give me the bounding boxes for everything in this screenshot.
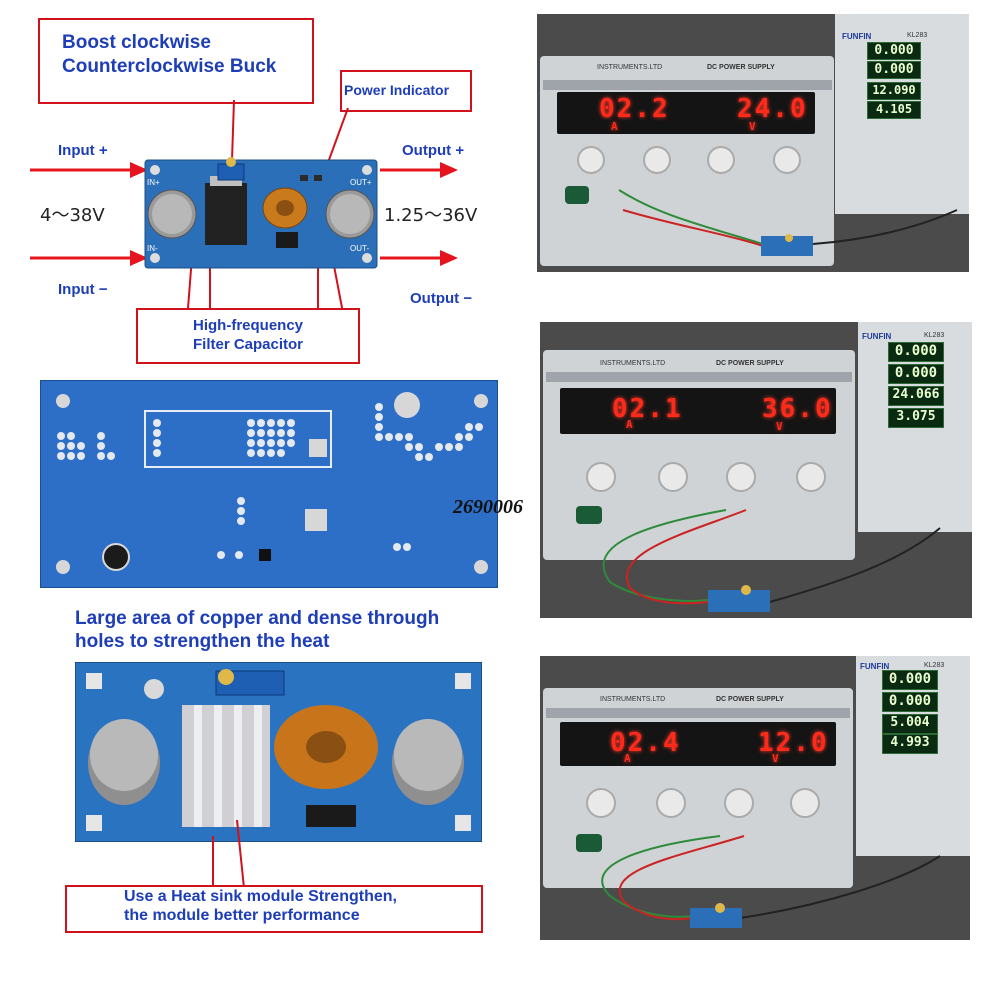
meter-3-brand: FUNFIN (860, 662, 890, 671)
supply-1-voltage: 24.0 (737, 94, 808, 124)
supply-2-knob-1[interactable] (586, 462, 616, 492)
supply-3-current: 02.4 (610, 728, 681, 758)
callout-power-indicator (340, 70, 472, 112)
board-label-in-plus: IN+ (147, 178, 160, 187)
meter-1-r2: 0.000 (867, 61, 921, 79)
meter-2-r4: 3.075 (888, 408, 944, 428)
pcb-backside-photo (40, 380, 498, 588)
meter-2-model: KL283 (924, 332, 945, 339)
supply-1-current: 02.2 (599, 94, 670, 124)
filter-cap-line2: Filter Capacitor (193, 336, 304, 353)
supply-3-unit-v: V (772, 752, 781, 765)
supply-2-current: 02.1 (612, 394, 683, 424)
heatsink-pointer (212, 819, 245, 889)
meter-3-r4: 4.993 (882, 734, 938, 754)
supply-3-brand: INSTRUMENTS.LTD (600, 696, 666, 703)
output-plus-label: Output + (402, 142, 465, 159)
supply-2-unit-v: V (776, 420, 785, 433)
meter-3-r1: 0.000 (882, 670, 938, 690)
meter-2-brand: FUNFIN (862, 332, 892, 341)
meter-2-r1: 0.000 (888, 342, 944, 362)
meter-3-r3: 5.004 (882, 714, 938, 734)
meter-3-r2: 0.000 (882, 692, 938, 712)
supply-photo-2: INSTRUMENTS.LTD DC POWER SUPPLY 02.1 A 3… (540, 322, 972, 618)
supply-3-title: DC POWER SUPPLY (716, 696, 784, 703)
supply-1-unit-a: A (611, 120, 620, 133)
supply-2-knob-4[interactable] (796, 462, 826, 492)
callout-boost-line1: Boost clockwise (62, 32, 211, 53)
supply-1-title: DC POWER SUPPLY (707, 64, 775, 71)
heatsink-caption-line2: the module better performance (124, 907, 360, 924)
meter-1-r3: 12.090 (867, 82, 921, 100)
supply-2-knob-3[interactable] (726, 462, 756, 492)
meter-3-model: KL283 (924, 662, 945, 669)
supply-1-knob-3[interactable] (707, 146, 735, 174)
copper-caption-line1: Large area of copper and dense through (75, 608, 440, 629)
supply-1-knob-1[interactable] (577, 146, 605, 174)
supply-2-voltage: 36.0 (762, 394, 833, 424)
supply-1-unit-v: V (749, 120, 758, 133)
board-label-out-minus: OUT- (350, 244, 370, 253)
board-label-in-minus: IN- (147, 244, 158, 253)
supply-1-knob-4[interactable] (773, 146, 801, 174)
output-minus-label: Output − (410, 290, 473, 307)
meter-2-r3: 24.066 (888, 386, 944, 406)
supply-photo-1: INSTRUMENTS.LTD DC POWER SUPPLY 02.2 A 2… (537, 14, 969, 272)
output-voltage-range: 1.25～36V (384, 205, 478, 226)
supply-3-knob-3[interactable] (724, 788, 754, 818)
power-indicator-label: Power Indicator (344, 82, 450, 98)
filter-cap-line1: High-frequency (193, 317, 304, 334)
supply-3-knob-4[interactable] (790, 788, 820, 818)
meter-1-r1: 0.000 (867, 42, 921, 60)
supply-1-knob-2[interactable] (643, 146, 671, 174)
meter-1-r4: 4.105 (867, 101, 921, 119)
supply-3-knob-2[interactable] (656, 788, 686, 818)
callout-filter-capacitor (136, 308, 360, 364)
input-minus-label: Input − (58, 281, 108, 298)
supply-2-brand: INSTRUMENTS.LTD (600, 360, 666, 367)
module-diagram (30, 99, 458, 361)
meter-2-r2: 0.000 (888, 364, 944, 384)
input-plus-label: Input + (58, 142, 108, 159)
meter-1-model: KL283 (907, 32, 928, 39)
heatsink-module-photo (75, 662, 482, 842)
callout-heatsink (65, 885, 483, 933)
meter-1-brand: FUNFIN (842, 32, 872, 41)
supply-photo-3: INSTRUMENTS.LTD DC POWER SUPPLY 02.4 A 1… (540, 656, 970, 940)
watermark-text: 2690006 (453, 496, 523, 518)
supply-2-unit-a: A (626, 418, 635, 431)
callout-boost-line2: Counterclockwise Buck (62, 56, 277, 77)
supply-3-knob-1[interactable] (586, 788, 616, 818)
board-label-out-plus: OUT+ (350, 178, 372, 187)
supply-2-knob-2[interactable] (658, 462, 688, 492)
input-voltage-range: 4～38V (40, 205, 105, 226)
supply-3-voltage: 12.0 (758, 728, 829, 758)
supply-3-unit-a: A (624, 752, 633, 765)
supply-2-title: DC POWER SUPPLY (716, 360, 784, 367)
copper-caption-line2: holes to strengthen the heat (75, 631, 330, 652)
callout-boost-buck (38, 18, 314, 104)
supply-1-brand: INSTRUMENTS.LTD (597, 64, 663, 71)
heatsink-caption-line1: Use a Heat sink module Strengthen, (124, 888, 397, 905)
